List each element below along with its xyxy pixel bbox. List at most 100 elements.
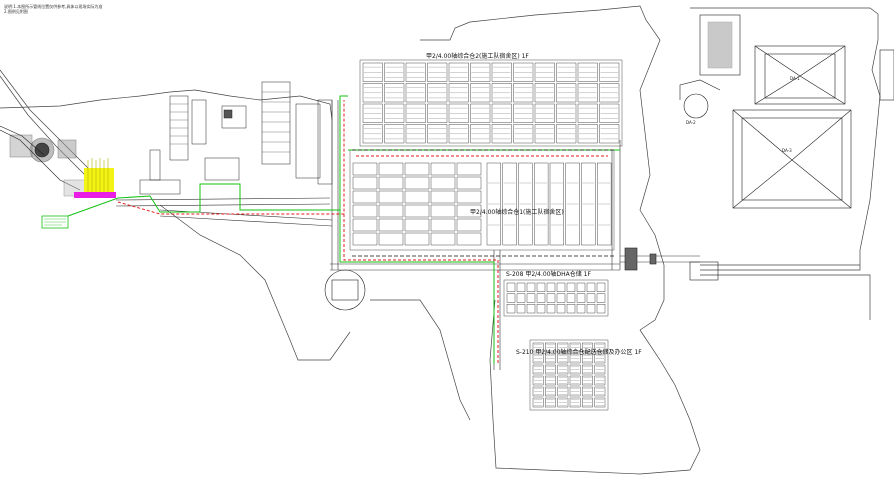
room-cell	[404, 218, 430, 232]
room-cell	[427, 103, 448, 123]
room-cell	[352, 204, 378, 218]
room-cell	[427, 124, 448, 144]
room-cell	[405, 83, 426, 103]
label-tower-round: DA-2	[686, 120, 696, 125]
room-cell	[378, 218, 404, 232]
room-cell	[599, 103, 620, 123]
room-cell	[456, 162, 482, 176]
room-cell	[352, 176, 378, 190]
room-cell	[404, 176, 430, 190]
room-cell	[470, 83, 491, 103]
room-cell	[404, 232, 430, 246]
yellow-structure	[74, 158, 116, 198]
label-building-top: 甲2/4.00轴综合仓2(施工队宿舍区) 1F	[426, 52, 529, 60]
room-cell	[470, 124, 491, 144]
drawing-note-2: 2.图例见附图	[4, 9, 28, 14]
room-cell	[430, 190, 456, 204]
room-cell	[362, 83, 383, 103]
room-cell	[506, 304, 516, 314]
room-cell	[526, 304, 536, 314]
room-cell	[456, 190, 482, 204]
room-cell	[582, 364, 593, 375]
valve-structure	[624, 247, 657, 271]
room-cell	[566, 304, 576, 314]
room-cell	[569, 397, 581, 408]
room-cell	[599, 62, 620, 82]
room-cell	[430, 162, 456, 176]
magenta-structure	[74, 192, 116, 198]
room-cell	[448, 62, 469, 82]
room-cell	[532, 353, 544, 364]
room-cell	[456, 218, 482, 232]
room-cell	[536, 282, 546, 292]
building-s208	[503, 279, 609, 317]
room-cell	[430, 232, 456, 246]
room-cell	[404, 162, 430, 176]
room-cell	[556, 124, 577, 144]
room-cell	[404, 190, 430, 204]
room-cell	[502, 162, 517, 246]
room-cell	[586, 282, 596, 292]
building-mid-grid	[349, 149, 615, 251]
room-cell	[557, 353, 569, 364]
room-cell	[384, 83, 405, 103]
room-cell	[448, 124, 469, 144]
room-cell	[596, 293, 606, 303]
room-cell	[516, 304, 526, 314]
legend-box-left	[41, 215, 69, 229]
room-cell	[576, 282, 586, 292]
red-pipeline	[117, 100, 608, 364]
room-cell	[378, 190, 404, 204]
room-cell	[362, 103, 383, 123]
room-cell	[582, 375, 593, 386]
room-cell	[405, 62, 426, 82]
room-cell	[556, 304, 566, 314]
room-cell	[513, 124, 534, 144]
room-cell	[362, 62, 383, 82]
room-cell	[516, 293, 526, 303]
room-cell	[594, 364, 606, 375]
room-cell	[536, 293, 546, 303]
room-cell	[594, 353, 606, 364]
room-cell	[577, 103, 598, 123]
room-cell	[536, 304, 546, 314]
room-cell	[513, 83, 534, 103]
building-top-grid	[359, 59, 623, 147]
room-cell	[596, 282, 606, 292]
room-cell	[384, 124, 405, 144]
building-s210	[529, 339, 609, 411]
room-cell	[556, 83, 577, 103]
room-cell	[545, 386, 556, 397]
room-cell	[569, 364, 581, 375]
room-cell	[545, 397, 556, 408]
room-cell	[557, 386, 569, 397]
room-cell	[546, 304, 556, 314]
room-cell	[362, 124, 383, 144]
room-cell	[404, 204, 430, 218]
room-cell	[532, 386, 544, 397]
room-cell	[378, 162, 404, 176]
room-cell	[599, 124, 620, 144]
room-cell	[513, 103, 534, 123]
room-cell	[491, 62, 512, 82]
room-cell	[594, 397, 606, 408]
room-cell	[594, 342, 606, 353]
room-cell	[586, 293, 596, 303]
room-cell	[576, 293, 586, 303]
room-cell	[577, 62, 598, 82]
room-cell	[546, 293, 556, 303]
room-cell	[569, 375, 581, 386]
room-cell	[526, 282, 536, 292]
room-cell	[545, 375, 556, 386]
label-building-s208: S-208 甲2/4.00轴DHA仓储 1F	[506, 270, 591, 278]
room-cell	[352, 190, 378, 204]
room-cell	[384, 103, 405, 123]
room-cell	[577, 83, 598, 103]
room-cell	[549, 162, 565, 246]
room-cell	[532, 342, 544, 353]
room-cell	[491, 83, 512, 103]
room-cell	[556, 293, 566, 303]
room-cell	[518, 162, 533, 246]
room-cell	[586, 304, 596, 314]
